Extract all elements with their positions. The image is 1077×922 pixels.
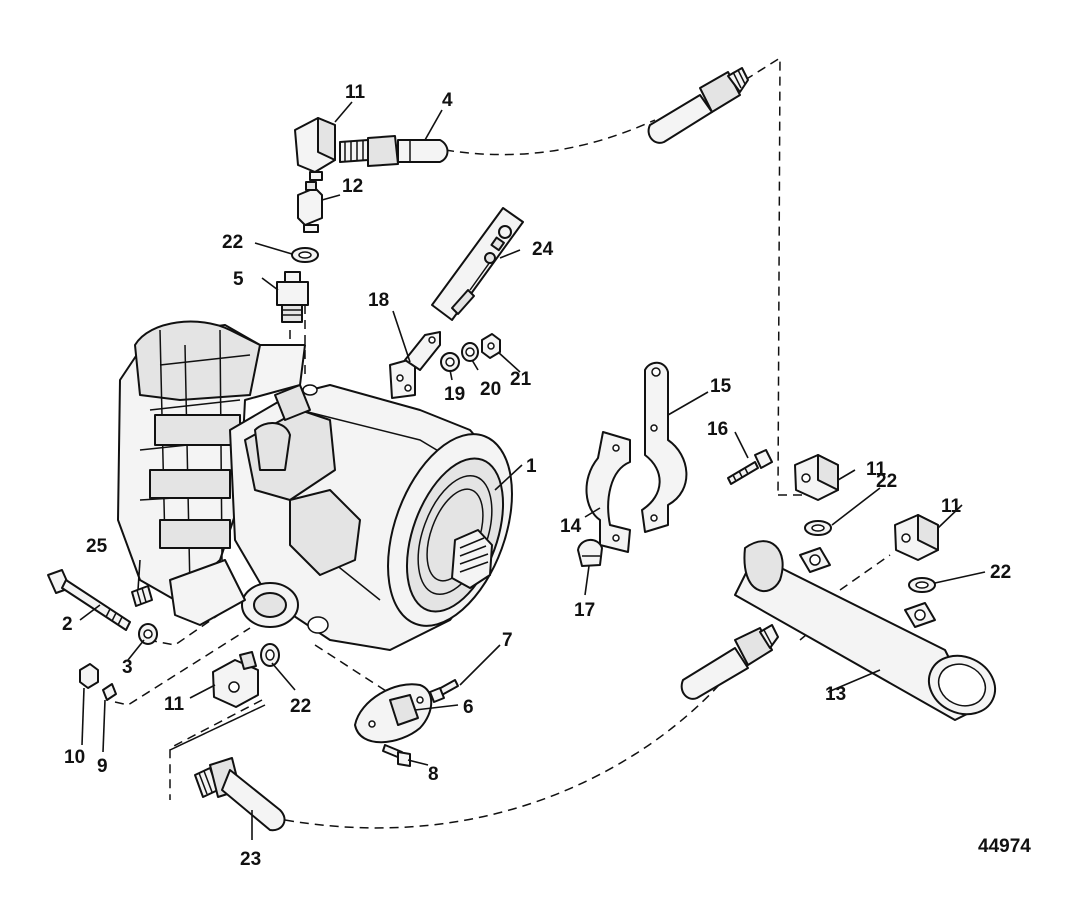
elbow-fitting-11-right-b [894, 514, 939, 561]
callout-11-top: 11 [345, 82, 366, 103]
washer-19 [440, 352, 460, 372]
callout-8: 8 [428, 764, 439, 785]
bolt-2 [47, 569, 131, 631]
screw-8 [382, 744, 411, 767]
callout-5: 5 [233, 269, 244, 290]
elbow-fitting-11-top [294, 117, 336, 181]
figure-number: 44974 [978, 836, 1031, 857]
nut-21 [481, 333, 501, 359]
callout-11-right-a: 11 [866, 459, 887, 480]
callout-20: 20 [480, 379, 501, 400]
washer-22-right-top [804, 520, 832, 536]
adapter-12 [297, 181, 323, 233]
screw-16 [727, 449, 773, 485]
callout-16: 16 [707, 419, 728, 440]
callout-12: 12 [342, 176, 363, 197]
callout-6: 6 [463, 697, 474, 718]
washer-3 [138, 623, 158, 645]
callout-4: 4 [442, 90, 453, 111]
callout-22-mid: 22 [290, 696, 311, 717]
callout-2: 2 [62, 614, 73, 635]
flange-6 [354, 683, 433, 744]
cap-nut-17 [577, 539, 603, 567]
manifold-13 [734, 540, 997, 721]
clamp-15 [641, 361, 688, 533]
nut-10 [79, 663, 99, 689]
hose-fitting-23 [194, 757, 286, 832]
callout-15: 15 [710, 376, 732, 397]
hose-fitting-bottom-right [680, 624, 779, 700]
callout-25: 25 [86, 536, 108, 557]
callout-7: 7 [502, 630, 513, 651]
callout-18: 18 [368, 290, 389, 311]
hose-fitting-top-right [647, 67, 749, 144]
callout-9: 9 [97, 756, 108, 777]
callout-21: 21 [510, 369, 532, 390]
callout-24: 24 [532, 239, 554, 260]
pressure-switch-5 [276, 271, 309, 323]
bracket-18 [389, 331, 441, 399]
washer-22-right-bottom [908, 577, 936, 593]
callout-11-right-b: 11 [941, 496, 962, 517]
washer-22-top [291, 247, 319, 263]
washer-20 [461, 342, 479, 362]
hose-fitting-4 [339, 135, 449, 167]
washer-22-mid-left [260, 643, 280, 667]
plug-25 [131, 585, 153, 607]
callout-17: 17 [574, 600, 595, 621]
callout-22-right-bottom: 22 [990, 562, 1011, 583]
callout-labels: 1 2 3 4 5 6 7 8 9 10 11 11 11 11 12 13 1… [62, 82, 1031, 870]
elbow-fitting-11-right-a [794, 454, 839, 501]
callout-13: 13 [825, 684, 846, 705]
elbow-fitting-11-bottom [212, 651, 259, 708]
callout-3: 3 [122, 657, 133, 678]
callout-14: 14 [560, 516, 582, 537]
callout-22-right-top: 22 [876, 471, 897, 492]
hydraulic-pump-assembly [117, 320, 513, 651]
screw-7 [429, 679, 459, 703]
washer-9 [102, 683, 117, 701]
callout-11-bottom: 11 [164, 694, 185, 715]
callout-1: 1 [526, 456, 537, 477]
leader-lines [79, 101, 986, 840]
callout-19: 19 [444, 384, 465, 405]
callout-10: 10 [64, 747, 85, 768]
clamp-14 [585, 431, 631, 553]
callout-23: 23 [240, 849, 261, 870]
valve-kit-24 [431, 207, 524, 321]
callout-22-top: 22 [222, 232, 243, 253]
